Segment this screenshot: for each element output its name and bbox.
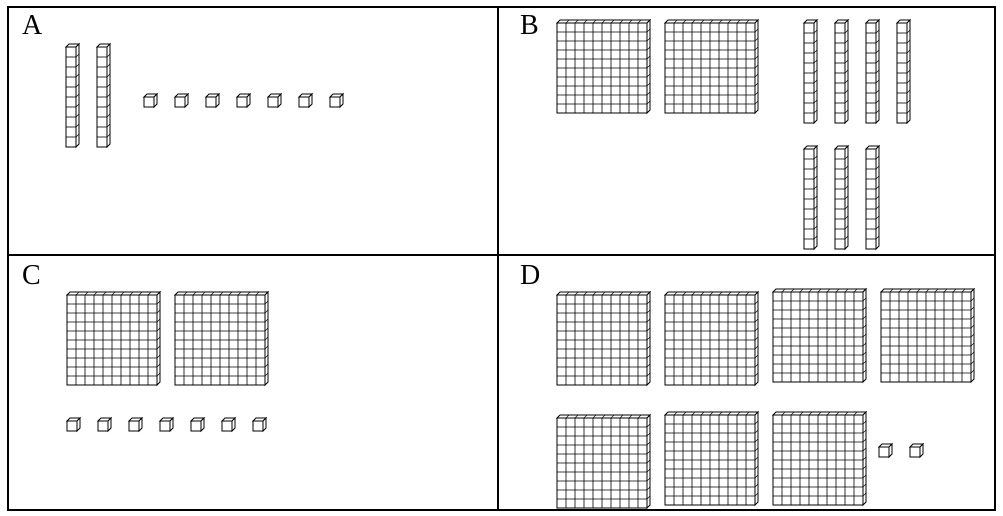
ten-rod-a-1 xyxy=(66,44,79,147)
hundred-flat-b-1 xyxy=(557,20,650,113)
one-cube-c-7 xyxy=(253,418,266,431)
one-cube-a-4 xyxy=(237,94,250,107)
one-cube-a-3 xyxy=(206,94,219,107)
hundred-flat-c-2 xyxy=(175,292,268,385)
one-cube-c-1 xyxy=(67,418,80,431)
one-cube-a-6 xyxy=(299,94,312,107)
one-cube-c-2 xyxy=(98,418,111,431)
one-cube-c-3 xyxy=(129,418,142,431)
hundred-flat-d-1 xyxy=(557,292,650,385)
ten-rod-a-2 xyxy=(97,44,110,147)
hundred-flat-d-2 xyxy=(665,292,758,385)
hundred-flat-d-6 xyxy=(665,412,758,505)
one-cube-a-1 xyxy=(144,94,157,107)
hundred-flat-d-3 xyxy=(773,289,866,382)
ten-rod-b-6 xyxy=(835,146,848,249)
ten-rod-b-2 xyxy=(835,20,848,123)
one-cube-d-2 xyxy=(910,444,923,457)
hundred-flat-d-4 xyxy=(881,289,974,382)
hundred-flat-c-1 xyxy=(67,292,160,385)
one-cube-a-7 xyxy=(330,94,343,107)
one-cube-c-5 xyxy=(191,418,204,431)
hundred-flat-d-7 xyxy=(773,412,866,505)
one-cube-c-4 xyxy=(160,418,173,431)
one-cube-c-6 xyxy=(222,418,235,431)
ten-rod-b-3 xyxy=(866,20,879,123)
one-cube-d-1 xyxy=(879,444,892,457)
one-cube-a-5 xyxy=(268,94,281,107)
ten-rod-b-4 xyxy=(897,20,910,123)
hundred-flat-b-2 xyxy=(665,20,758,113)
ten-rod-b-5 xyxy=(804,146,817,249)
one-cube-a-2 xyxy=(175,94,188,107)
hundred-flat-d-5 xyxy=(557,415,650,508)
ten-rod-b-7 xyxy=(866,146,879,249)
ten-rod-b-1 xyxy=(804,20,817,123)
